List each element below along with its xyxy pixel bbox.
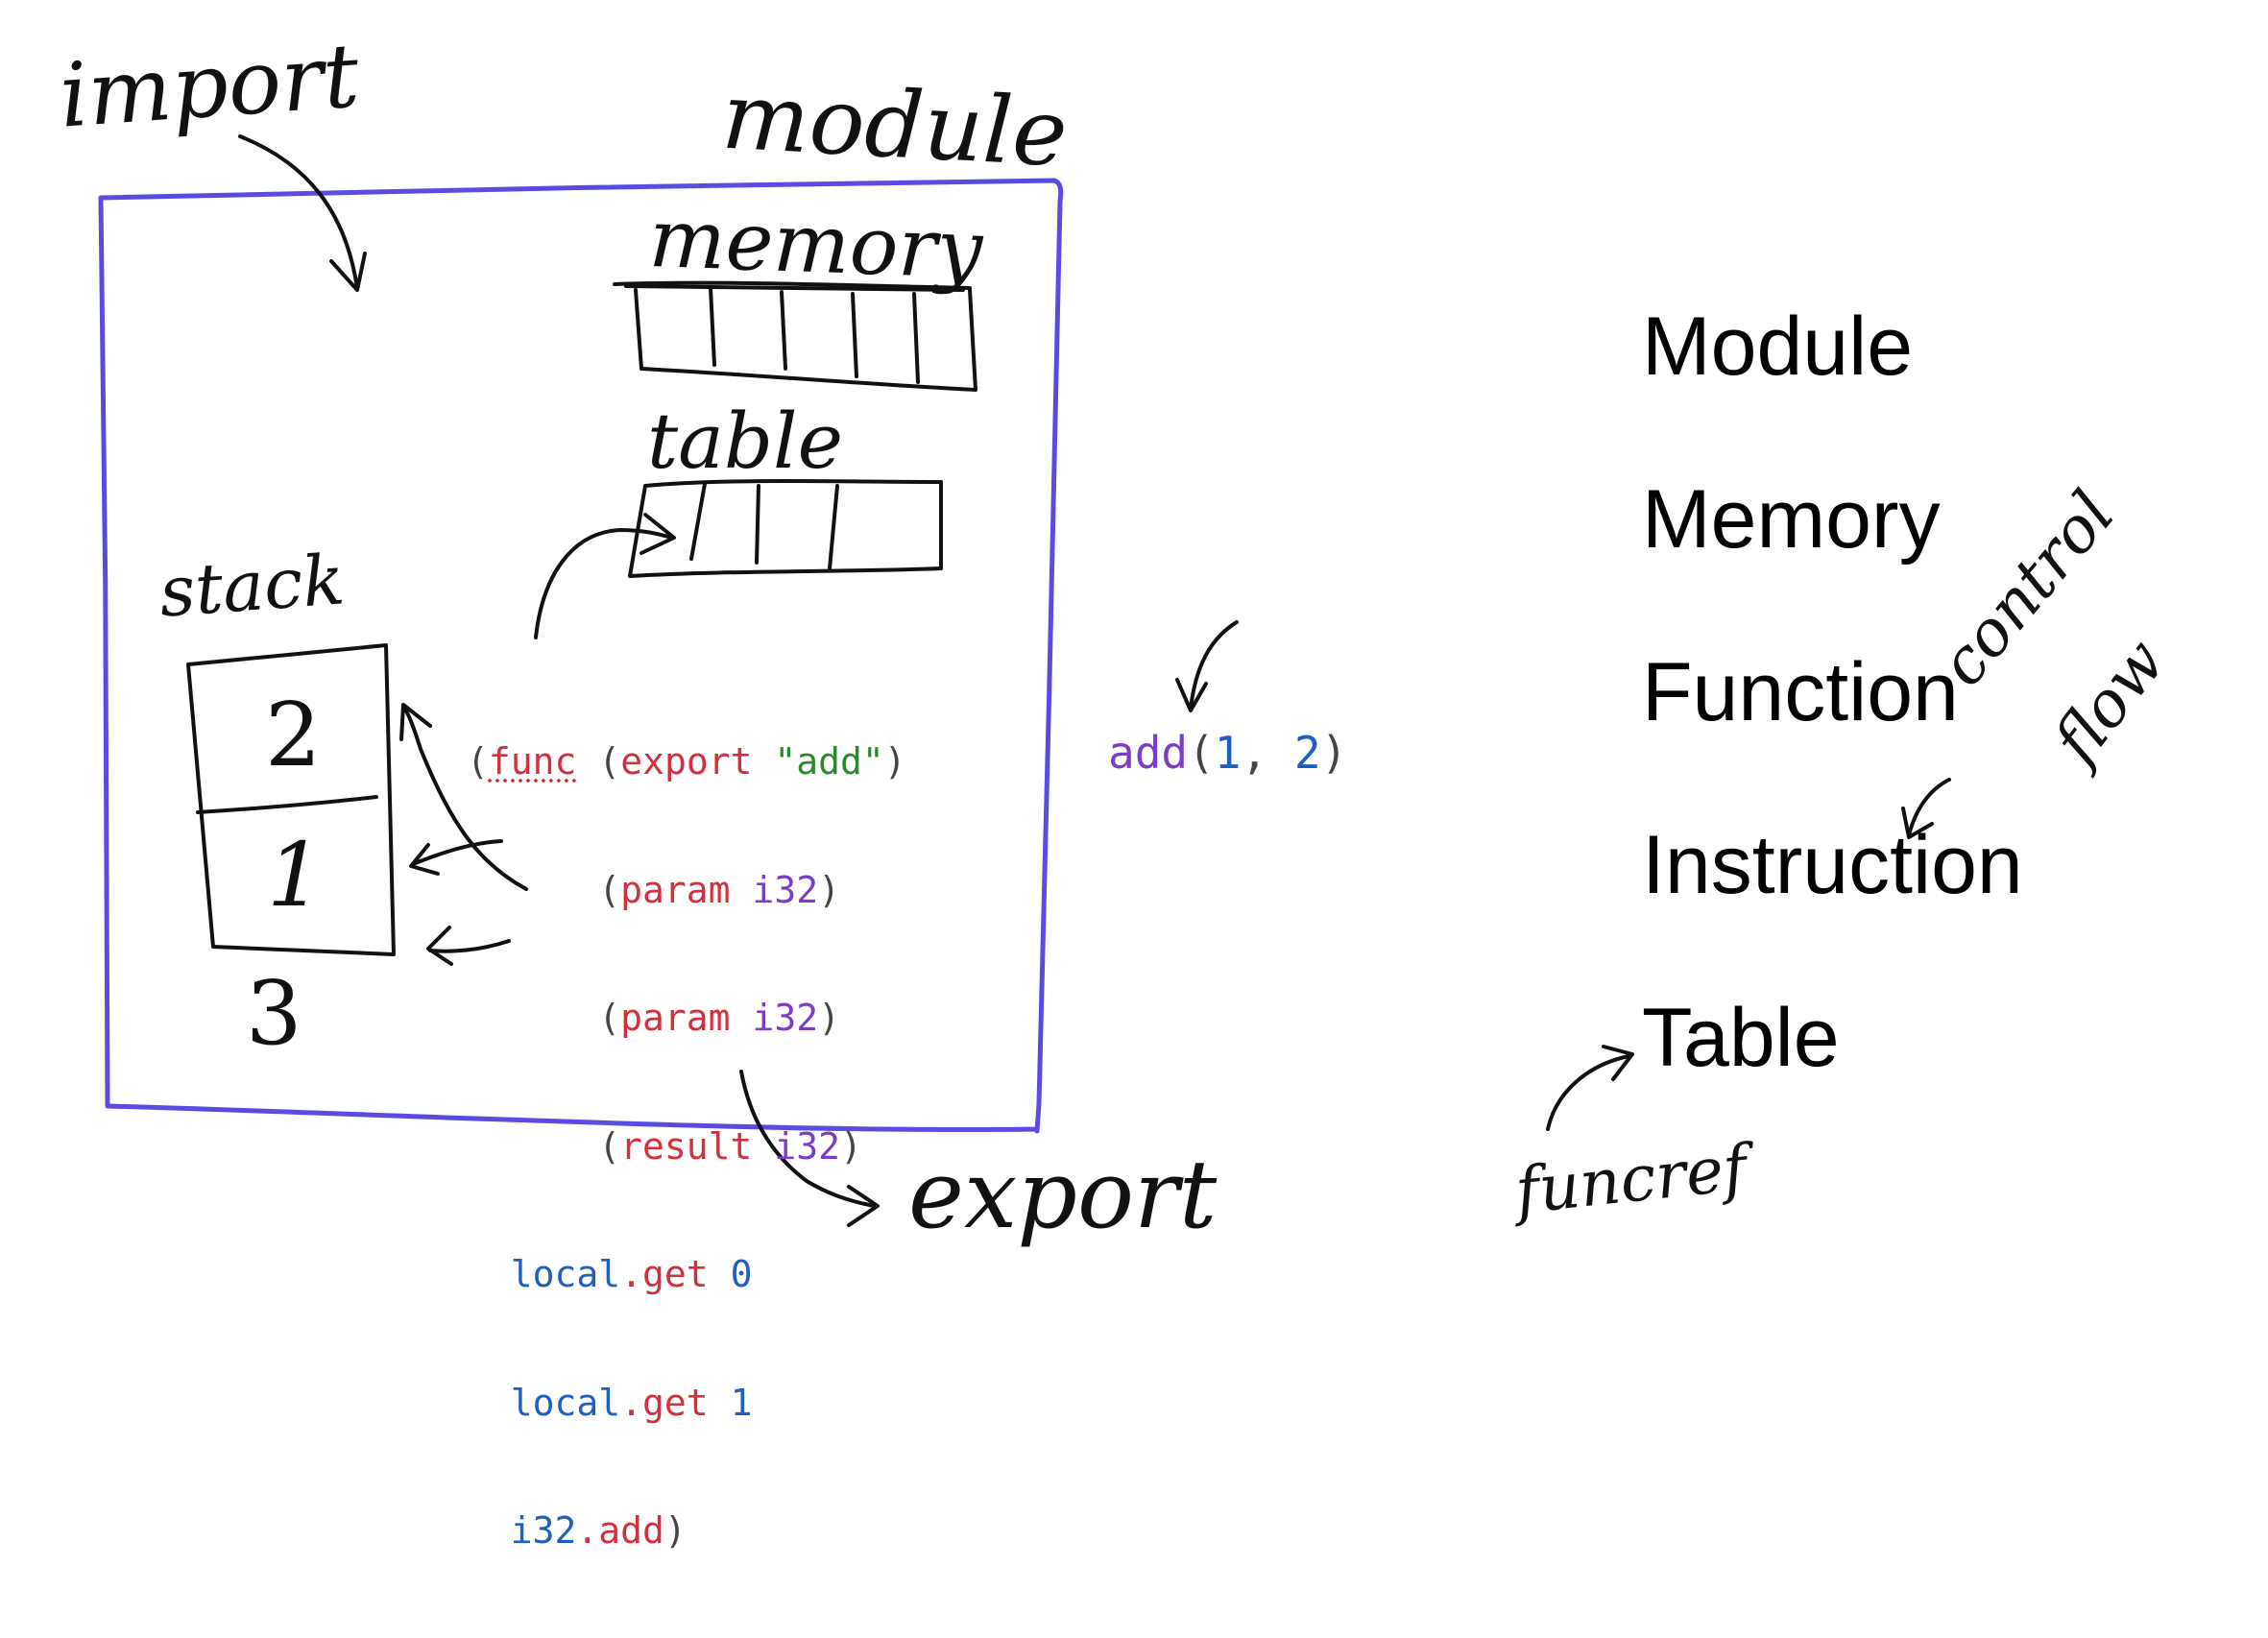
concept-module: Module [1642,301,1914,393]
concept-instruction: Instruction [1642,819,2023,911]
memory-strip [624,284,977,392]
table-label: table [647,397,843,486]
memory-label: memory [647,190,984,298]
arrow-i32-add-head [426,926,453,966]
paren: ( [1188,727,1215,779]
paren: ) [664,1509,687,1552]
export-arrow [739,1070,876,1208]
funcref-arrowhead [1602,1045,1634,1081]
module-label: module [719,61,1071,188]
stack-box [186,643,396,956]
local-keyword: local [510,1253,621,1295]
call-arrowhead [1175,678,1208,712]
diagram-canvas: import module memory table stack export … [56,24,2181,1552]
func-to-table-arrowhead [639,513,676,555]
diagram-drawing [98,134,1951,1227]
call-arrow [1189,620,1239,711]
code-line-local-get-1: local.get 1 [467,1382,906,1425]
param-keyword: param [620,868,731,911]
import-label: import [56,24,363,148]
type-i32: i32 [774,1124,840,1168]
call-arg-1: 1 [1214,727,1242,779]
arrow-local-get-1-head [399,703,432,741]
get-keyword: get [642,1253,709,1295]
result-keyword: result [620,1124,753,1168]
arrow-local-get-0 [411,839,503,866]
module-box [98,178,1064,1134]
memory-underline [613,280,972,290]
memory-dividers [709,286,920,384]
i32-prefix: i32 [510,1509,577,1552]
type-i32: i32 [752,868,819,911]
code-line-local-get-0: local.get 0 [467,1253,906,1296]
arrow-i32-add [428,939,511,953]
stack-label: stack [157,539,348,633]
paren: ) [1320,727,1348,779]
paren: ( [598,740,621,783]
table-dividers [689,482,839,570]
export-keyword: export [620,740,753,783]
get-keyword: get [642,1381,709,1424]
stack-divider [196,795,378,814]
paren: ) [818,868,840,911]
paren: ( [598,997,621,1039]
paren: ) [839,1124,862,1168]
local-keyword: local [510,1381,621,1424]
code-line-i32-add: i32.add) [467,1509,906,1553]
concept-memory: Memory [1642,473,1941,566]
add-keyword: add [598,1509,664,1552]
funcref-arrow [1546,1054,1630,1131]
dot: . [620,1253,643,1295]
paren: ( [467,740,489,783]
concept-table: Table [1642,992,1840,1084]
export-label: export [908,1141,1218,1250]
wat-code-block: (func (export "add") (param i32) (param … [467,655,906,1638]
import-arrowhead [329,252,367,292]
paren: ) [818,997,840,1039]
paren: ( [598,1124,621,1168]
paren: ) [883,740,906,783]
param-keyword: param [620,997,731,1039]
concept-function: Function [1642,646,1959,738]
arrow-local-get-0-head [409,843,440,876]
call-arg-2: 2 [1293,727,1321,779]
type-i32: i32 [752,997,819,1039]
local-index-1: 1 [730,1381,753,1424]
stack-cell-top: 2 [265,684,322,786]
code-line-result: (result i32) [467,1125,906,1168]
stack-result: 3 [246,962,302,1065]
local-index-0: 0 [730,1253,753,1295]
stack-cell-bottom: 1 [267,824,324,927]
control-flow-arrow [1907,778,1951,837]
paren: ( [598,868,621,911]
func-keyword: func [488,740,577,783]
import-arrow [238,134,359,290]
export-name-string: "add" [774,740,884,783]
table-strip [628,479,943,578]
dot: . [620,1381,643,1424]
dot: . [576,1509,599,1552]
code-line-param-1: (param i32) [467,869,906,912]
arrow-local-get-1 [401,705,528,891]
call-function-name: add [1108,727,1189,779]
call-expression: add(1, 2) [1108,731,1347,775]
comma: , [1241,727,1268,779]
code-line-func: (func (export "add") [467,740,906,783]
code-line-param-2: (param i32) [467,997,906,1040]
func-to-table-arrow [534,528,674,639]
control-flow-arrowhead [1901,807,1934,839]
export-arrowhead [847,1185,880,1227]
